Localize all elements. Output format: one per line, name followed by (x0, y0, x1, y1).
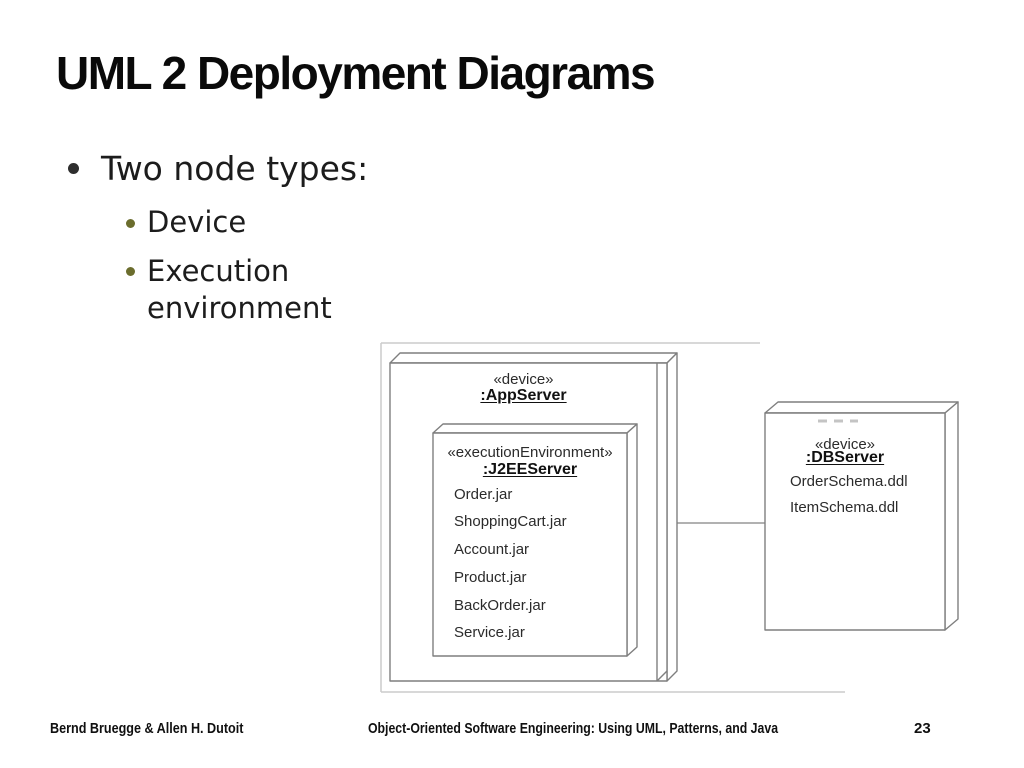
artifact-label: ShoppingCart.jar (454, 513, 567, 530)
artifact-label: ItemSchema.ddl (790, 499, 899, 516)
sub-bullet-dot (126, 219, 135, 228)
deployment-diagram: «device» :AppServer «executionEnvironmen… (370, 335, 1024, 705)
j2ee-server-stereotype: «executionEnvironment» (447, 444, 613, 461)
db-server-node-box (764, 401, 959, 631)
artifact-label: Service.jar (454, 624, 525, 641)
footer-book-title: Object-Oriented Software Engineering: Us… (367, 720, 779, 737)
sub-bullet-execution-environment: Execution environment (147, 254, 332, 325)
app-server-stereotype: «device» (493, 371, 554, 388)
sub-bullet-device: Device (147, 205, 247, 239)
footer-page-number: 23 (914, 720, 931, 737)
diagram-shapes (380, 342, 959, 693)
artifact-label: Order.jar (454, 486, 513, 503)
db-server-name: :DBServer (805, 449, 885, 466)
app-server-bottom-slant (656, 670, 668, 682)
artifact-label: OrderSchema.ddl (790, 473, 908, 490)
j2ee-server-name: :J2EEServer (482, 461, 578, 478)
footer-authors: Bernd Bruegge & Allen H. Dutoit (50, 720, 244, 737)
j2ee-server-node-box (432, 423, 638, 657)
figure-frame (380, 342, 845, 693)
artifact-label: Product.jar (454, 569, 527, 586)
sub-bullet-dot (126, 267, 135, 276)
slide-title: UML 2 Deployment Diagrams (56, 47, 656, 99)
db-server-stereotype: «device» (814, 436, 876, 453)
artifact-label: Account.jar (454, 541, 530, 558)
bullet-dot (68, 163, 79, 174)
bullet-main-text: Two node types: (101, 149, 369, 188)
artifact-label: BackOrder.jar (454, 597, 546, 614)
app-server-name: :AppServer (480, 387, 567, 404)
